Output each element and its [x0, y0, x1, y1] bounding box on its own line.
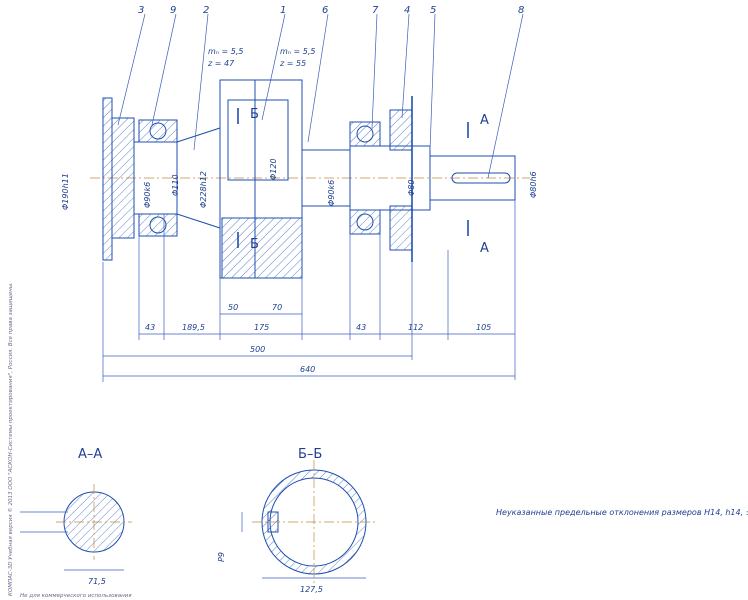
right-cap [389, 96, 413, 262]
svg-text:Φ110: Φ110 [171, 174, 180, 196]
svg-text:105: 105 [476, 323, 491, 332]
svg-text:А–А: А–А [78, 447, 102, 462]
left-bearing [138, 119, 178, 237]
svg-text:Φ90k6: Φ90k6 [327, 180, 336, 206]
svg-text:640: 640 [300, 365, 315, 374]
gear-hub [176, 79, 303, 279]
callout-leaders [117, 13, 524, 179]
bottom-note: Не для коммерческого использования [20, 593, 132, 599]
svg-text:50: 50 [228, 303, 238, 312]
svg-text:А: А [480, 241, 489, 256]
svg-text:Φ80h6: Φ80h6 [529, 171, 538, 198]
right-bearing [349, 121, 381, 235]
shaft [133, 141, 516, 215]
side-watermark: КОМПАС-3D Учебная версия © 2013 ООО "АСК… [7, 282, 14, 596]
callout-3: 3 [138, 5, 144, 16]
svg-text:А: А [480, 113, 489, 128]
svg-text:Φ228h12: Φ228h12 [199, 171, 208, 208]
svg-text:127,5: 127,5 [300, 585, 323, 594]
svg-text:z = 55: z = 55 [279, 59, 306, 68]
callout-1: 1 [280, 5, 286, 16]
svg-text:Φ90k6: Φ90k6 [143, 182, 152, 208]
svg-text:mₙ = 5,5: mₙ = 5,5 [280, 47, 316, 56]
svg-text:112: 112 [408, 323, 423, 332]
callout-7: 7 [372, 5, 379, 16]
callout-5: 5 [430, 5, 436, 16]
svg-text:43: 43 [145, 323, 155, 332]
svg-text:Б: Б [250, 107, 259, 122]
svg-text:z = 47: z = 47 [207, 59, 235, 68]
section-aa: А–А 71,5 [20, 447, 132, 586]
svg-text:mₙ = 5,5: mₙ = 5,5 [208, 47, 244, 56]
callout-8: 8 [518, 5, 524, 16]
dimension-totals: 500 640 [102, 262, 515, 382]
section-mark-a: А А [467, 113, 489, 256]
callout-6: 6 [322, 5, 328, 16]
callout-numbers: 3 9 2 1 6 7 4 5 8 [138, 5, 524, 16]
svg-text:P9: P9 [217, 552, 226, 562]
svg-text:70: 70 [272, 303, 282, 312]
section-mark-b: Б Б [237, 107, 259, 252]
svg-text:189,5: 189,5 [182, 323, 205, 332]
tolerance-note: Неуказанные предельные отклонения размер… [496, 508, 748, 517]
svg-text:Φ120: Φ120 [269, 158, 278, 180]
callout-9: 9 [170, 5, 176, 16]
svg-text:Φ190h11: Φ190h11 [61, 173, 70, 210]
left-housing [102, 97, 135, 261]
svg-text:71,5: 71,5 [88, 577, 106, 586]
svg-text:Б: Б [250, 237, 259, 252]
section-bb: Б–Б 127,5 P9 [217, 447, 376, 594]
svg-text:500: 500 [250, 345, 265, 354]
dimension-row-1: 43 189,5 50 175 70 43 112 105 [138, 200, 516, 380]
svg-text:Φ80: Φ80 [407, 180, 416, 196]
gear-parameters: mₙ = 5,5 z = 47 mₙ = 5,5 z = 55 [207, 47, 316, 68]
svg-text:175: 175 [254, 323, 269, 332]
svg-text:Б–Б: Б–Б [298, 447, 322, 462]
callout-4: 4 [404, 5, 410, 16]
diameter-labels: Φ190h11 Φ90k6 Φ110 Φ228h12 Φ120 Φ90k6 Φ8… [61, 158, 538, 210]
svg-text:43: 43 [356, 323, 366, 332]
callout-2: 2 [203, 5, 209, 16]
